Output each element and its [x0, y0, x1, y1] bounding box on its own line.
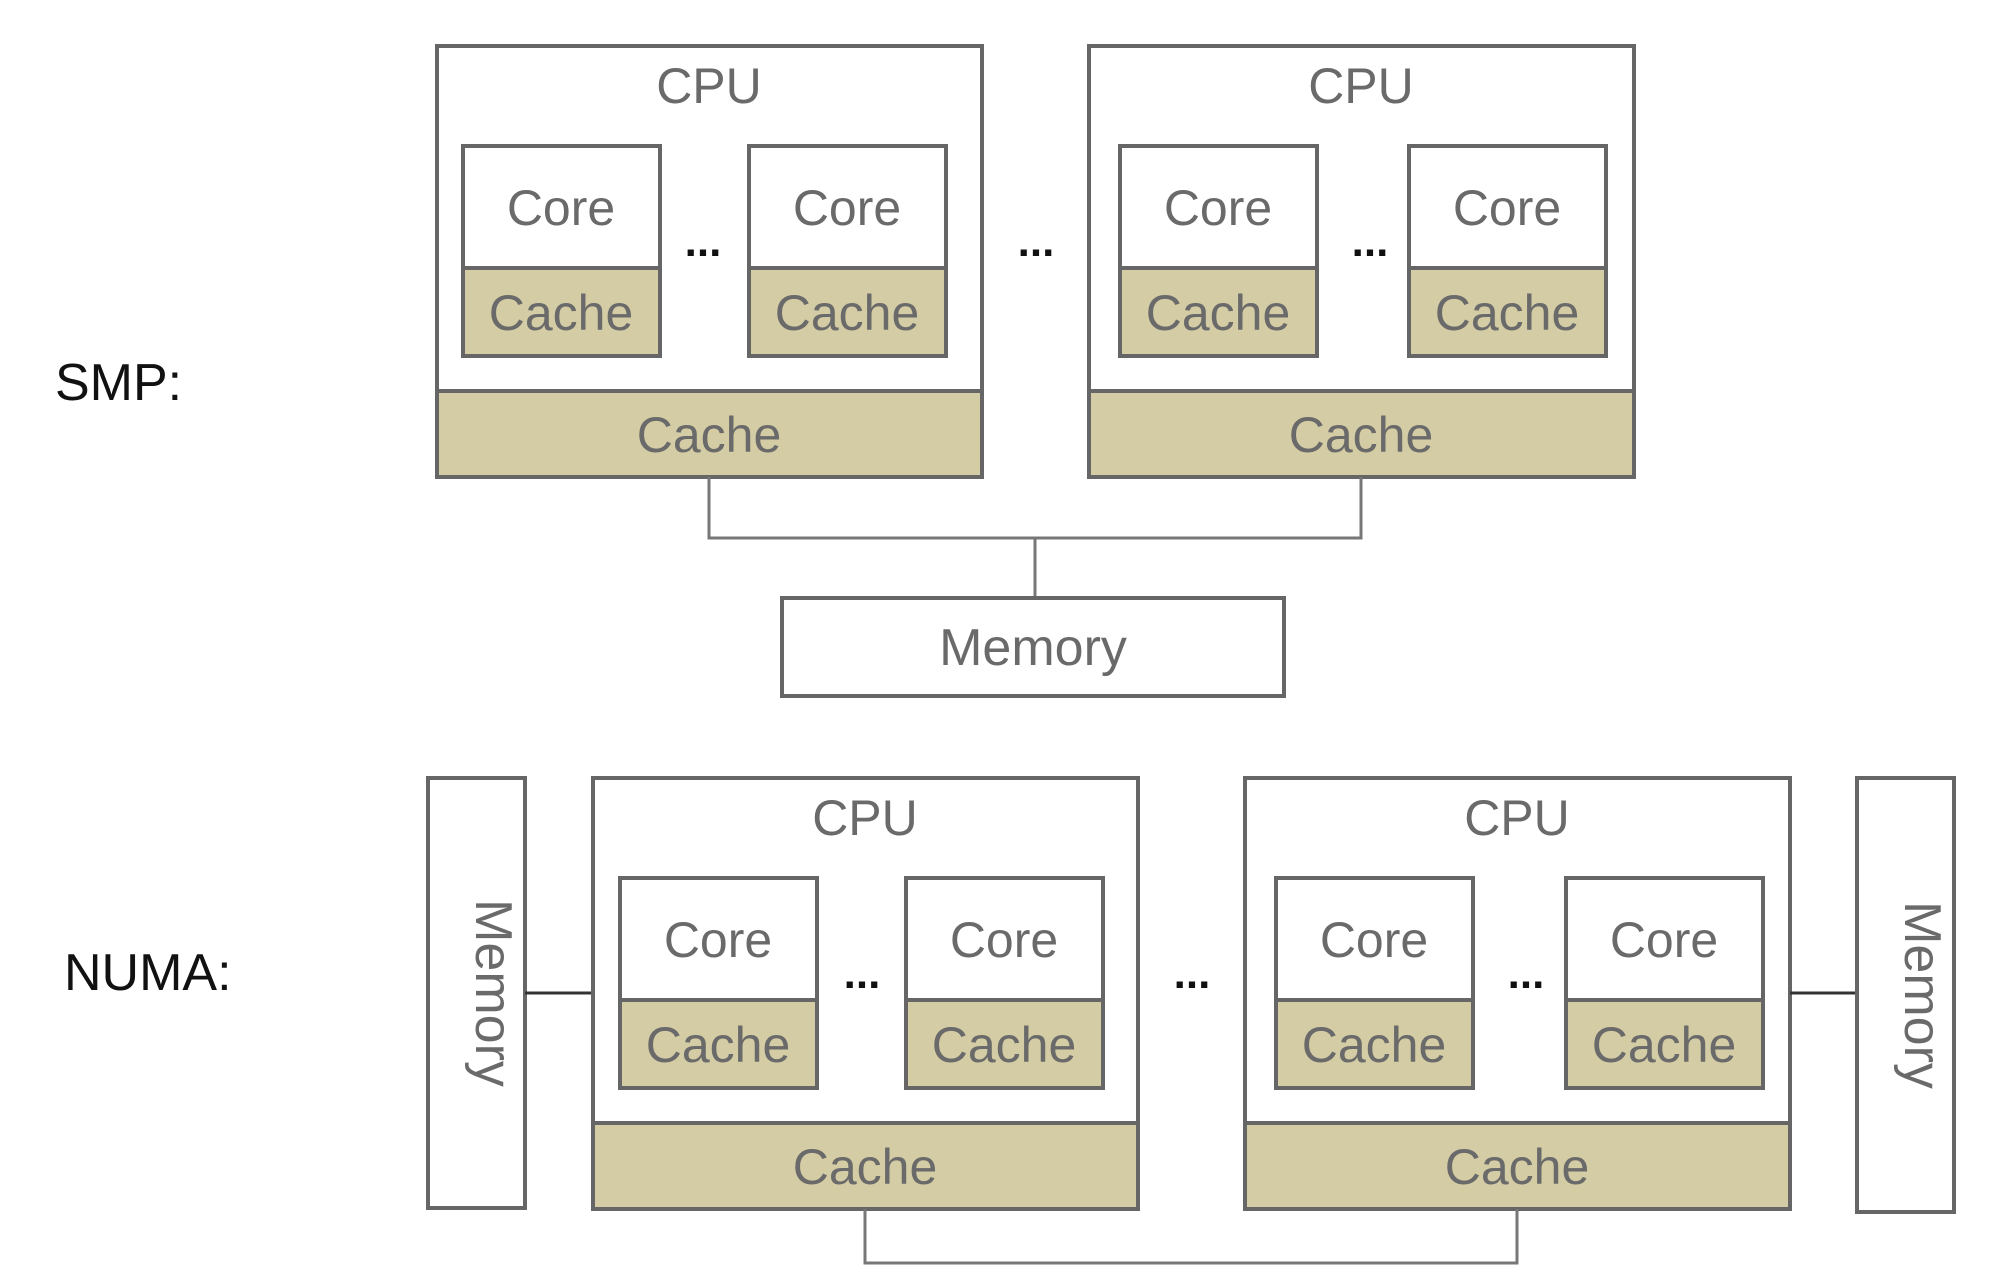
numa-cpu-2-core-2-cache — [1564, 998, 1765, 1090]
numa-cpu-1-core-1-cache — [618, 998, 819, 1090]
smp-cpu-1-core-ellipsis: ... — [685, 217, 722, 266]
numa-cpu-2-core-1-cache — [1274, 998, 1475, 1090]
numa-cpu-1-core-2-label: Core — [950, 912, 1058, 968]
numa-cpu-1-title: CPU — [812, 790, 918, 846]
numa-cpu-1-core-ellipsis: ... — [844, 949, 881, 998]
numa-cpu-1-core-1-label: Core — [664, 912, 772, 968]
smp-cpu-2-core-1-label: Core — [1164, 180, 1272, 236]
numa-cpu-1-core-2-cache — [904, 998, 1105, 1090]
smp-cpu-2-shared-cache-label: Cache — [1289, 407, 1434, 463]
numa-memory-right — [1855, 776, 1956, 1214]
smp-cpu-2-core-2-label: Core — [1453, 180, 1561, 236]
numa-cpu-1-core-2-cache-label: Cache — [932, 1017, 1077, 1073]
smp-cpu-1-core-2-cache-label: Cache — [775, 285, 920, 341]
smp-cpu-2-core-ellipsis: ... — [1352, 217, 1389, 266]
numa-cpu-2-shared-cache-label: Cache — [1445, 1139, 1590, 1195]
smp-cpu-2-core-1 — [1118, 144, 1319, 270]
numa-cpu-1-shared-cache-label: Cache — [793, 1139, 938, 1195]
numa-cpu-2-core-2-cache-label: Cache — [1592, 1017, 1737, 1073]
smp-cpu-1-shared-cache-label: Cache — [637, 407, 782, 463]
smp-cpu-1-core-1-label: Core — [507, 180, 615, 236]
smp-cpu-2-core-2-cache-label: Cache — [1435, 285, 1580, 341]
numa-cpu-2-title: CPU — [1464, 790, 1570, 846]
numa-cpu-1-shared-cache — [591, 1121, 1140, 1211]
smp-cpu-1-core-1-cache-label: Cache — [489, 285, 634, 341]
numa-cpu-1-core-1-cache-label: Cache — [646, 1017, 791, 1073]
numa-cpu-2-core-1 — [1274, 876, 1475, 1002]
smp-label: SMP: — [55, 354, 182, 412]
smp-memory-label: Memory — [939, 619, 1127, 677]
smp-cpu-1-core-2-cache — [747, 266, 948, 358]
numa-cpu-2-core-1-label: Core — [1320, 912, 1428, 968]
numa-memory-left-label: Memory — [464, 899, 522, 1087]
smp-cpu-1-core-1-cache — [461, 266, 662, 358]
smp-cpu-2-shared-cache — [1087, 389, 1636, 479]
smp-cpu-1-title: CPU — [656, 58, 762, 114]
numa-cpu-2: CPU Core Cache ... Core Cache Cache — [1243, 776, 1792, 1211]
smp-cpu-2-core-1-cache — [1118, 266, 1319, 358]
smp-cpu-ellipsis: ... — [1018, 217, 1055, 266]
smp-cpu-1-shared-cache — [435, 389, 984, 479]
numa-label: NUMA: — [64, 944, 232, 1002]
smp-cpu-2-core-2-cache — [1407, 266, 1608, 358]
numa-cpu-2-shared-cache — [1243, 1121, 1792, 1211]
numa-memory-left — [426, 776, 527, 1210]
numa-cpu-2-core-ellipsis: ... — [1508, 949, 1545, 998]
smp-cpu-1-core-2-label: Core — [793, 180, 901, 236]
smp-cpu-2-core-2 — [1407, 144, 1608, 270]
numa-memory-right-label: Memory — [1893, 901, 1951, 1089]
smp-cpu-2: CPU Core Cache ... Core Cache Cache — [1087, 44, 1636, 479]
smp-memory — [780, 596, 1286, 698]
smp-cpu-2-title: CPU — [1308, 58, 1414, 114]
numa-interconnect — [863, 1209, 1519, 1265]
numa-cpu-2-core-2 — [1564, 876, 1765, 1002]
smp-cpu-1-core-1 — [461, 144, 662, 270]
smp-cpu-2-core-1-cache-label: Cache — [1146, 285, 1291, 341]
smp-cpu-1: CPU Core Cache ... Core Cache Cache — [435, 44, 984, 479]
numa-cpu-2-core-2-label: Core — [1610, 912, 1718, 968]
numa-cpu-1-core-2 — [904, 876, 1105, 1002]
numa-cpu-ellipsis: ... — [1174, 949, 1211, 998]
smp-cpu-1-core-2 — [747, 144, 948, 270]
smp-bus-connector — [707, 477, 1363, 540]
numa-cpu-1: CPU Core Cache ... Core Cache Cache — [591, 776, 1140, 1211]
numa-cpu-2-core-1-cache-label: Cache — [1302, 1017, 1447, 1073]
